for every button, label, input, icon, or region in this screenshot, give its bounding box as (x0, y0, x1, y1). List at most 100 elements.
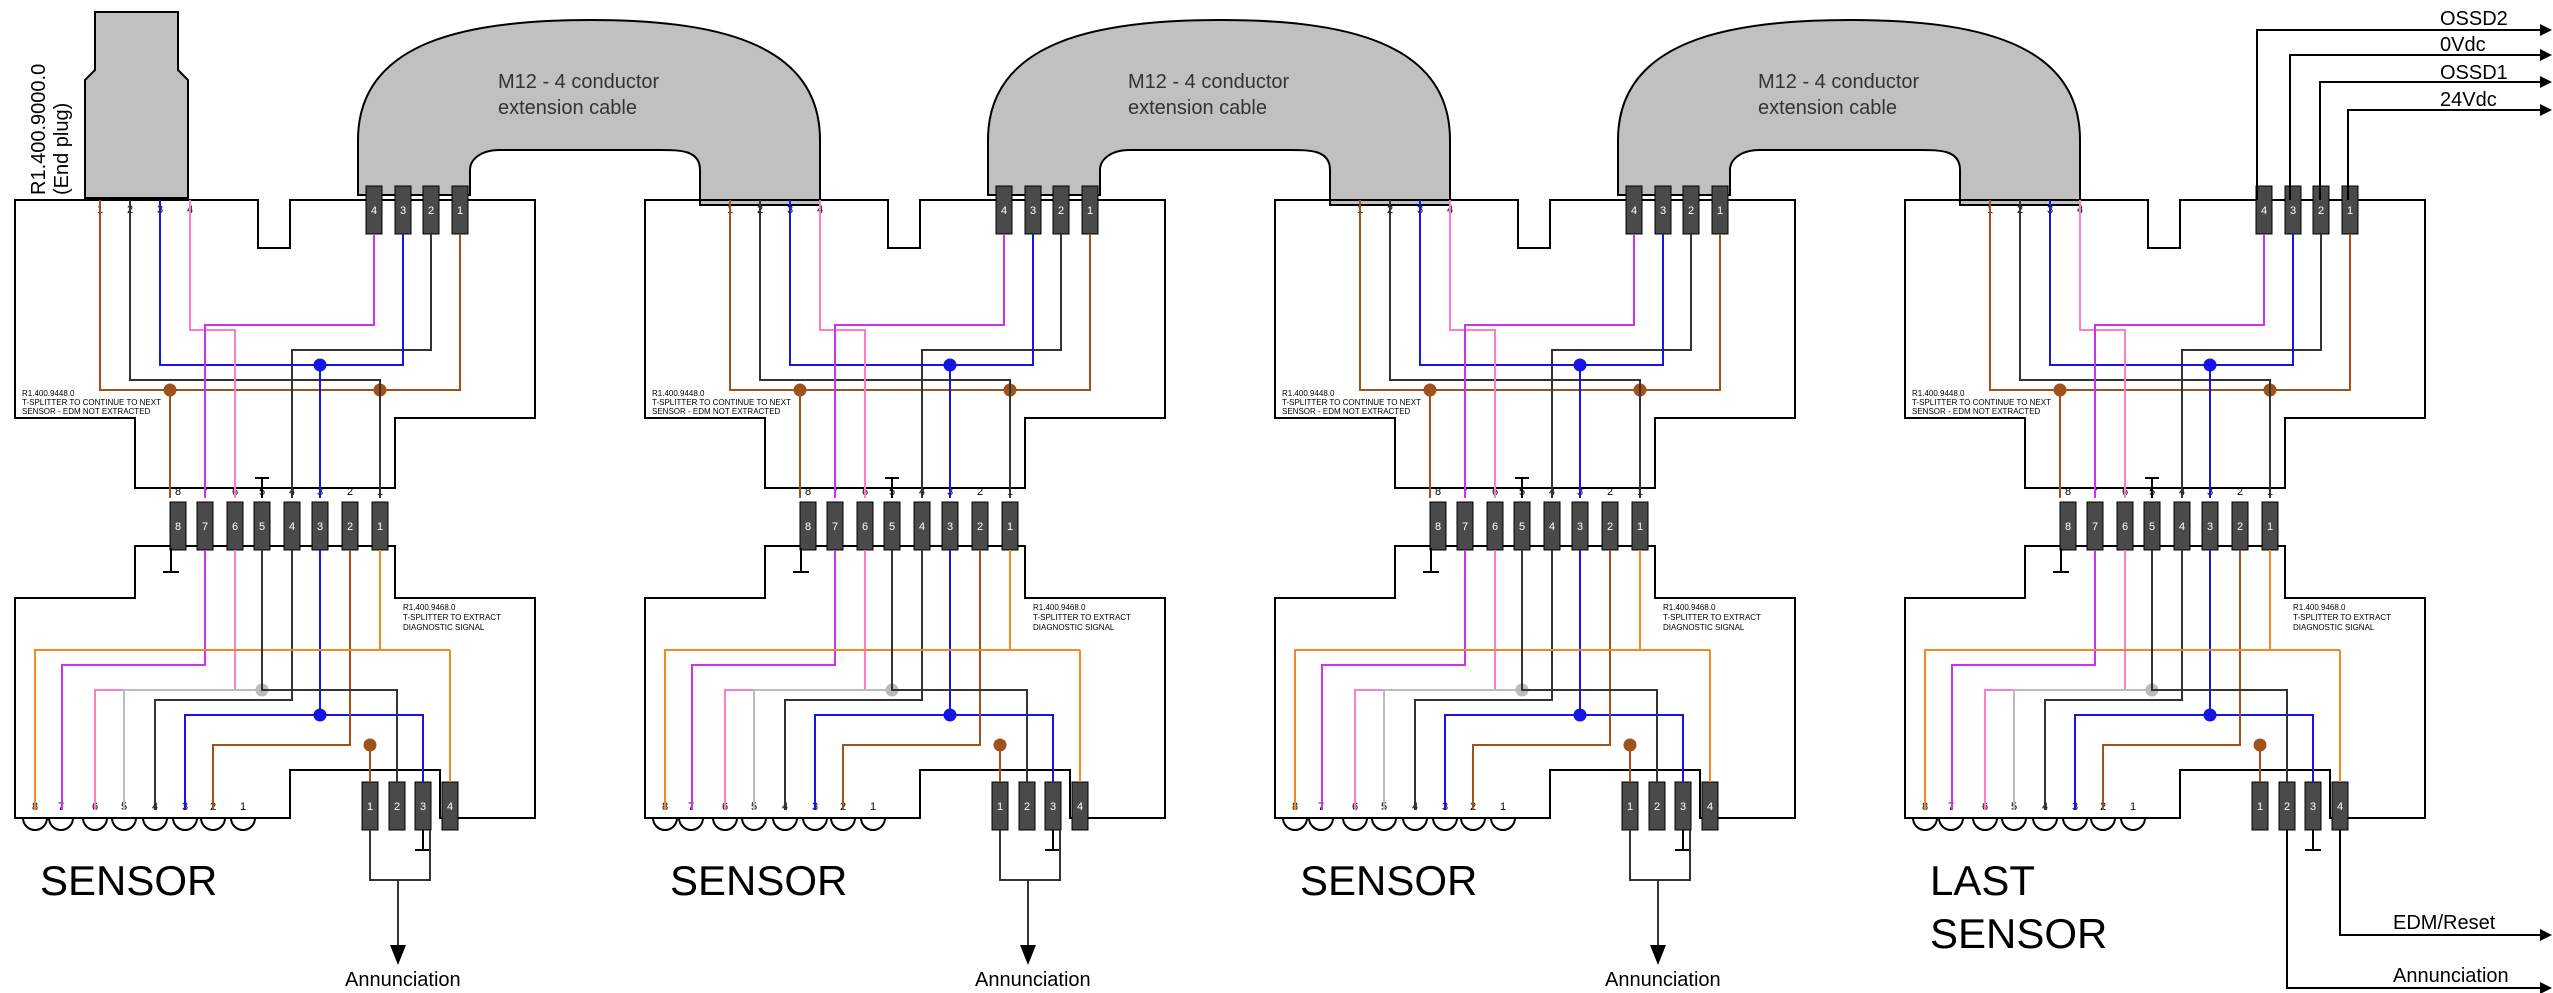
tsplitter-next-part: R1.400.9448.0 (652, 389, 705, 398)
tsplitter-diag-desc1: T-SPLITTER TO EXTRACT (403, 613, 501, 622)
final-annunciation-arrow (2540, 982, 2552, 993)
cable-label-line1: M12 - 4 conductor (498, 71, 660, 93)
wire-blue-4 (320, 714, 424, 782)
tsplitter-next-desc1: T-SPLITTER TO CONTINUE TO NEXT (652, 398, 791, 407)
edm-reset-label: EDM/Reset (2393, 912, 2496, 934)
junction-dot (1573, 708, 1587, 722)
tsplitter-pin-label-2: 2 (977, 486, 983, 498)
sensor-socket-arc (678, 817, 704, 831)
sensor-socket-arc (2090, 817, 2116, 831)
tsplitter-pin-8 (799, 501, 817, 551)
wire-orange-1 (1924, 550, 2271, 810)
sensor-socket-arc (1460, 817, 1486, 831)
sensor-socket-pin-1: 1 (2130, 801, 2136, 813)
cable-label-line2: extension cable (1758, 97, 1897, 119)
junction-dot (2203, 708, 2217, 722)
tsplitter-pin-2-number: 2 (2237, 521, 2243, 533)
edm-reset-arrow (2540, 929, 2552, 941)
wire-violet-2 (61, 550, 206, 810)
sensor-socket-pin-1: 1 (240, 801, 246, 813)
wire-grey-1 (123, 550, 263, 810)
wire-violet-2 (1321, 550, 1466, 810)
tsplitter-pin-3-number: 3 (317, 521, 323, 533)
tsplitter-pin-7-number: 7 (1462, 521, 1468, 533)
wire-pink-1 (189, 200, 236, 498)
tsplitter-next-part: R1.400.9448.0 (1282, 389, 1335, 398)
sensor-socket-arc (2120, 817, 2146, 831)
sensor-socket-arc (82, 817, 108, 831)
top-right-pin-2-number: 2 (1688, 205, 1694, 217)
sensor-socket-arc (2001, 817, 2027, 831)
cable-label-line2: extension cable (498, 97, 637, 119)
top-right-pin-1-number: 1 (1087, 205, 1093, 217)
wire-black-4 (261, 550, 398, 782)
end-plug-label: (End plug) (51, 103, 73, 195)
annunciation-loop (369, 830, 431, 881)
sensor-label: SENSOR (40, 857, 217, 904)
wire-violet-2 (1951, 550, 2096, 810)
sensor-socket-arc (230, 817, 256, 831)
diag-pin-2-number: 2 (1024, 801, 1030, 813)
ground-marker (1675, 830, 1691, 851)
tsplitter-next-desc1: T-SPLITTER TO CONTINUE TO NEXT (22, 398, 161, 407)
sensor-socket-arc (142, 817, 168, 831)
tsplitter-pin-4-number: 4 (919, 521, 925, 533)
tsplitter-pin-2-number: 2 (977, 521, 983, 533)
ossd2-label: OSSD2 (2440, 8, 2508, 30)
tsplitter-diag-desc1: T-SPLITTER TO EXTRACT (2293, 613, 2391, 622)
tsplitter-diag-part: R1.400.9468.0 (1033, 603, 1086, 612)
tsplitter-diag-part: R1.400.9468.0 (2293, 603, 2346, 612)
ground-marker (415, 830, 431, 851)
wire-pink-1 (1449, 200, 1496, 498)
tsplitter-next-desc2: SENSOR - EDM NOT EXTRACTED (1912, 407, 2041, 416)
sensor-label: SENSOR (670, 857, 847, 904)
wire-blue-2 (950, 234, 1034, 366)
tsplitter-diag-desc2: DIAGNOSTIC SIGNAL (1033, 623, 1115, 632)
sensor-label-line2: SENSOR (1930, 910, 2107, 957)
diag-pin-3-number: 3 (1050, 801, 1056, 813)
wire-black-3 (154, 550, 293, 810)
diag-pin-1-number: 1 (997, 801, 1003, 813)
ossd1-label: OSSD1 (2440, 62, 2508, 84)
tsplitter-pin-5-number: 5 (259, 521, 265, 533)
top-right-pin-4-number: 4 (371, 205, 377, 217)
tsplitter-pin-7-number: 7 (202, 521, 208, 533)
wire-brown-3 (380, 234, 461, 391)
junction-dot (793, 383, 807, 397)
tsplitter-diag-desc1: T-SPLITTER TO EXTRACT (1033, 613, 1131, 622)
wire-brown-3 (2270, 234, 2351, 391)
annunciation-loop (999, 830, 1061, 881)
junction-dot (1423, 383, 1437, 397)
wire-brown-4 (842, 550, 981, 810)
output-arrow (2540, 104, 2552, 116)
tsplitter-next-desc2: SENSOR - EDM NOT EXTRACTED (22, 407, 151, 416)
sensor-socket-arc (1972, 817, 1998, 831)
tsplitter-pin-5-number: 5 (889, 521, 895, 533)
annunciation-label: Annunciation (1605, 969, 1721, 991)
diag-pin-4-number: 4 (1077, 801, 1083, 813)
sensor-socket-arc (1938, 817, 1964, 831)
wire-blue-1 (789, 200, 951, 498)
sensor-socket-arc (172, 817, 198, 831)
tsplitter-diag-desc2: DIAGNOSTIC SIGNAL (403, 623, 485, 632)
junction-dot (163, 383, 177, 397)
sensor-socket-arc (2062, 817, 2088, 831)
wire-black-1 (129, 200, 381, 498)
tsplitter-next-desc1: T-SPLITTER TO CONTINUE TO NEXT (1912, 398, 2051, 407)
wire-orange-1 (34, 550, 381, 810)
tsplitter-pin-label-8: 8 (805, 486, 811, 498)
tsplitter-next-desc2: SENSOR - EDM NOT EXTRACTED (1282, 407, 1411, 416)
wire-blue-3 (1444, 550, 1581, 810)
wire-grey-1 (1383, 550, 1523, 810)
annunciation-arrow (1650, 945, 1666, 965)
wire-violet-1 (834, 234, 1005, 498)
top-right-pin-1-number: 1 (457, 205, 463, 217)
final-annunciation-label: Annunciation (2393, 965, 2509, 987)
top-right-pin-1-number: 1 (2347, 205, 2353, 217)
wire-black-2 (291, 234, 432, 498)
top-right-pin-4-number: 4 (1001, 205, 1007, 217)
t-splitter-diagnostic-outline (1904, 545, 2426, 819)
wire-black-2 (2181, 234, 2322, 498)
t-splitter-continue-outline (644, 199, 1166, 489)
tsplitter-pin-1-number: 1 (1637, 521, 1643, 533)
